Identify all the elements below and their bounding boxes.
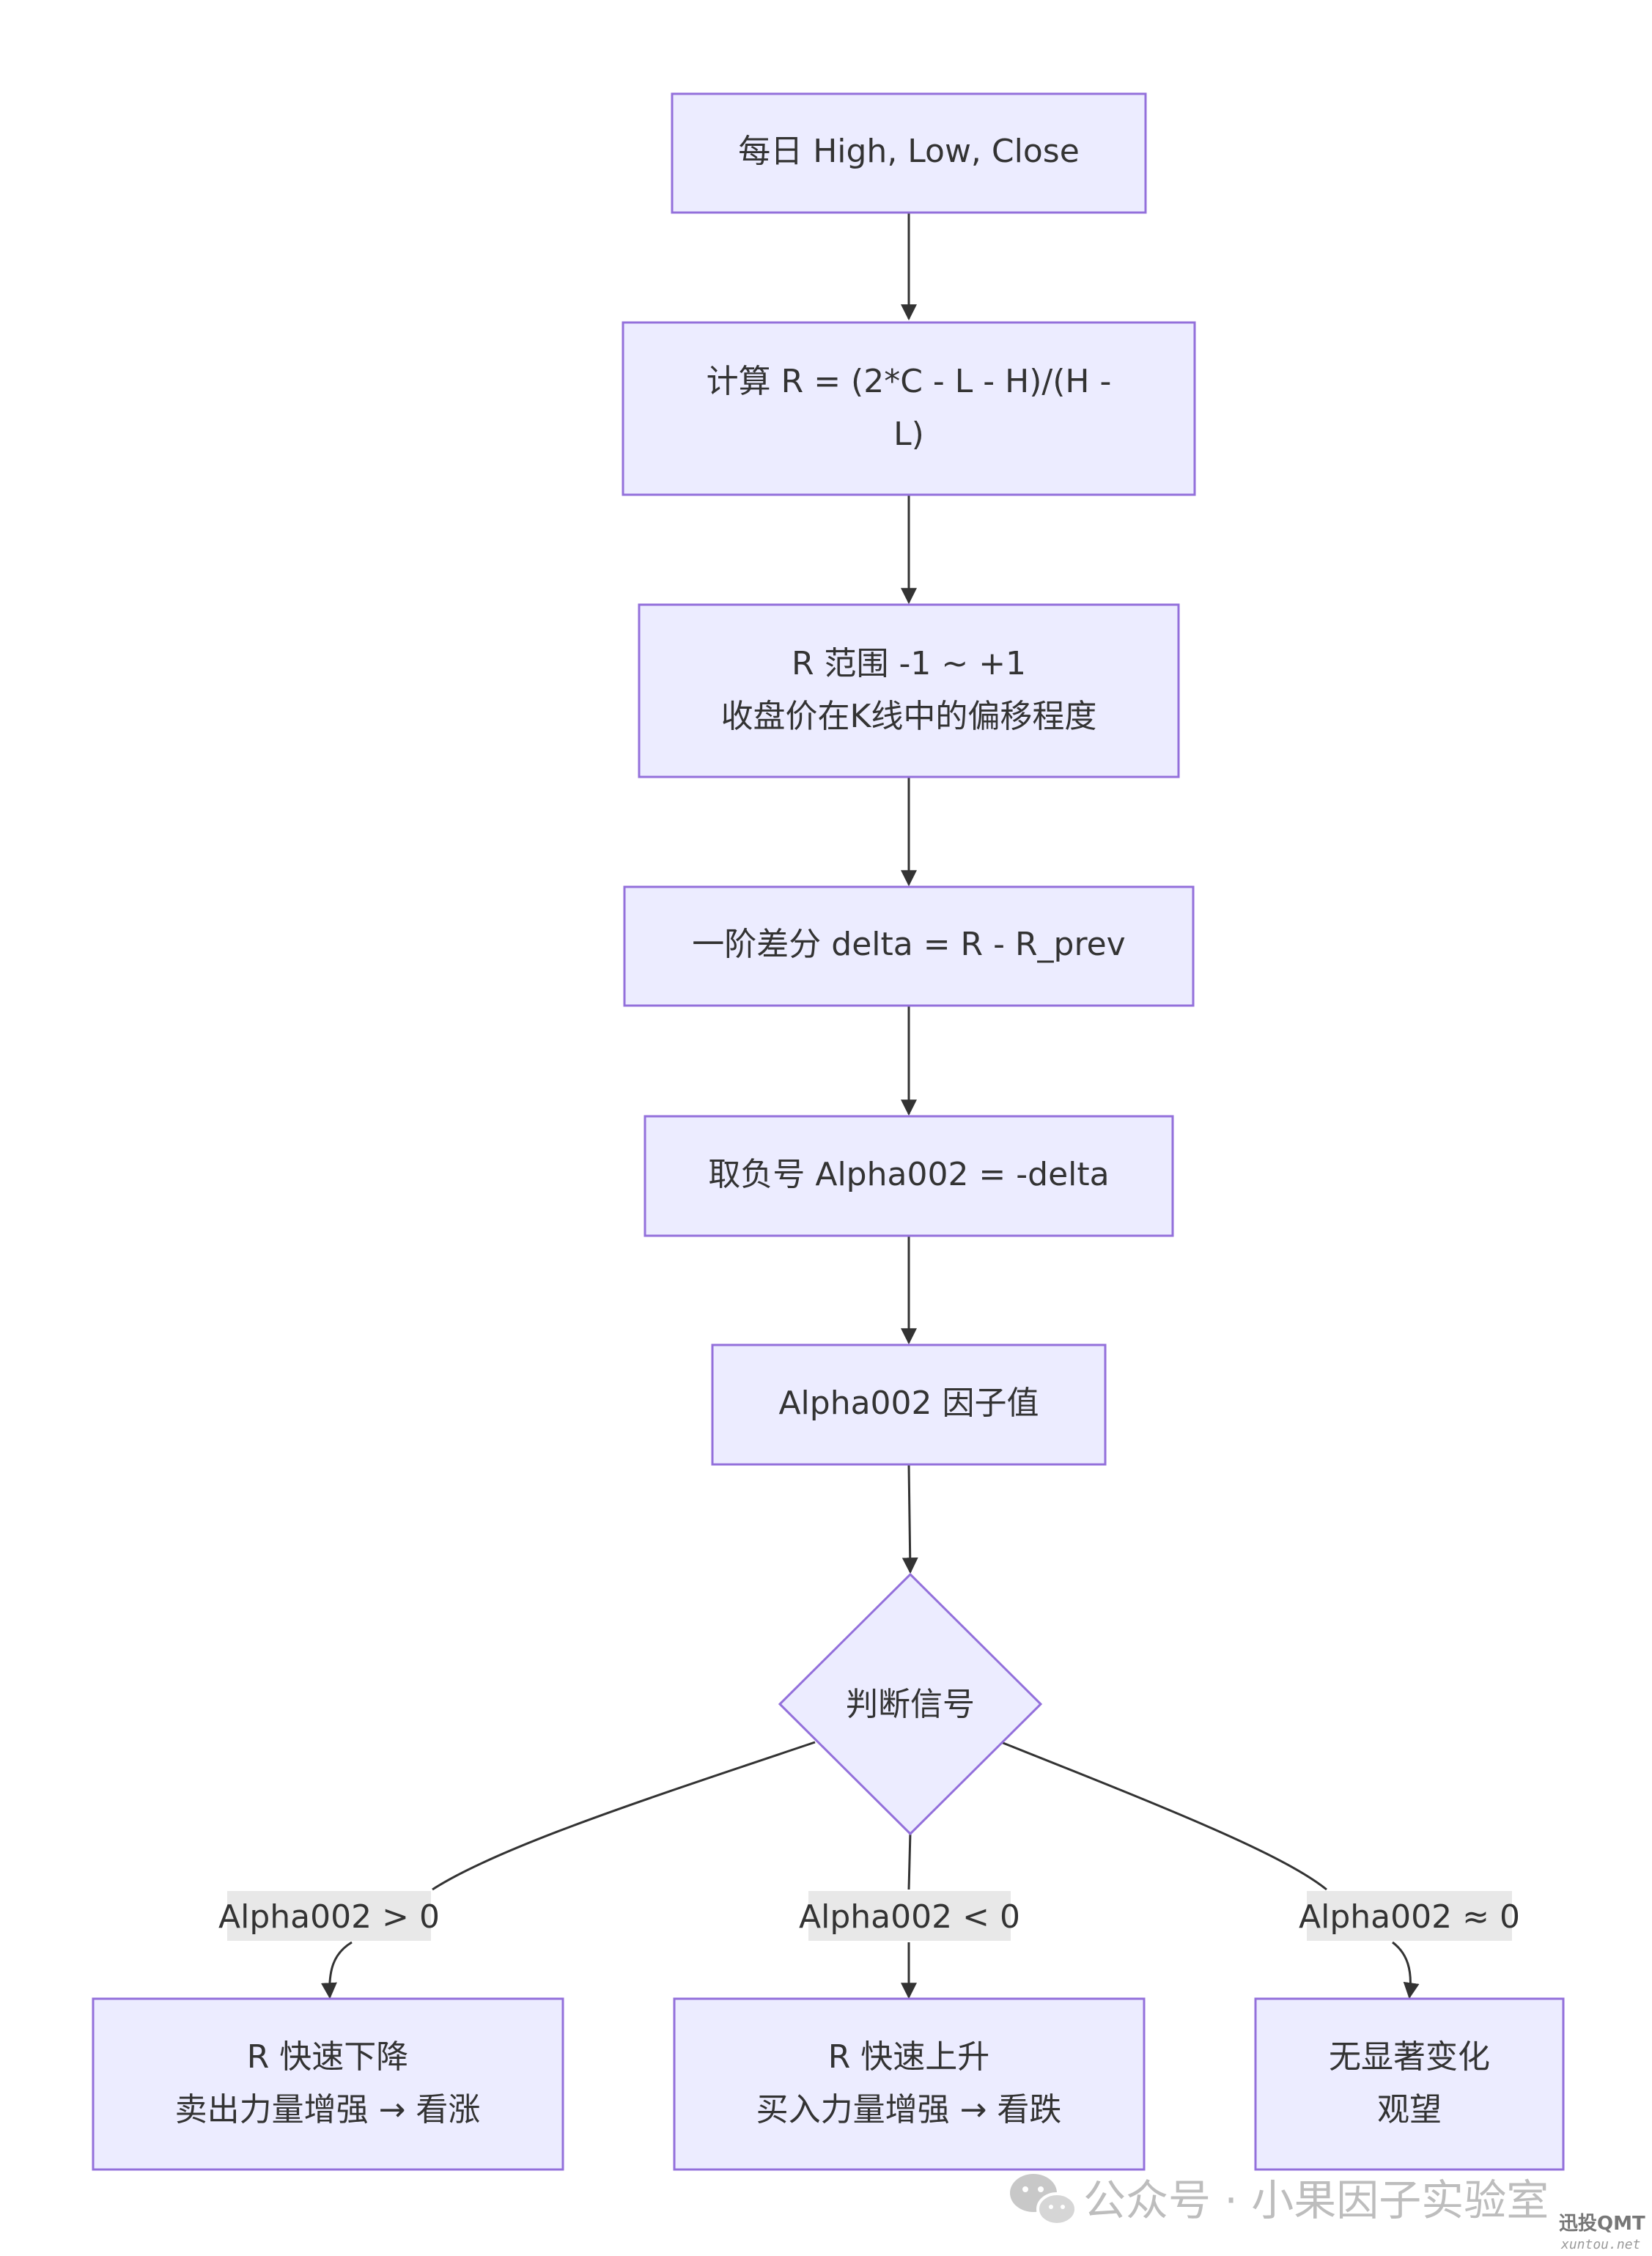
node-compute-r-line1: 计算 R = (2*C - L - H)/(H -	[707, 363, 1112, 400]
edge-label-zero: Alpha002 ≈ 0	[1299, 1891, 1520, 1941]
edge-decision-to-neutral	[1000, 1741, 1420, 1999]
edge-decision-to-buy	[901, 1832, 917, 1999]
edge-label-negative-text: Alpha002 < 0	[799, 1898, 1020, 1936]
edge-label-zero-text: Alpha002 ≈ 0	[1299, 1898, 1520, 1936]
edge-factor-to-decision	[901, 1464, 918, 1574]
node-sell-line2: 卖出力量增强 → 看涨	[175, 2091, 481, 2128]
node-delta: 一阶差分 delta = R - R_prev	[623, 885, 1195, 1007]
node-negate: 取负号 Alpha002 = -delta	[644, 1115, 1174, 1237]
corner-logo: 迅投QMT xuntou.net	[1559, 2213, 1645, 2252]
corner-logo-brand: 迅投QMT	[1559, 2213, 1645, 2235]
watermark-text: 公众号 · 小果因子实验室	[1083, 2175, 1549, 2225]
node-r-range-line2: 收盘价在K线中的偏移程度	[721, 698, 1097, 735]
node-sell: R 快速下降 卖出力量增强 → 看涨	[92, 1997, 564, 2171]
node-compute-r: 计算 R = (2*C - L - H)/(H - L)	[622, 321, 1196, 496]
corner-logo-url: xuntou.net	[1560, 2237, 1640, 2252]
edge-label-positive-text: Alpha002 > 0	[218, 1898, 440, 1936]
node-buy-line1: R 快速上升	[828, 2038, 990, 2076]
node-factor-text: Alpha002 因子值	[778, 1385, 1039, 1422]
node-r-range: R 范围 -1 ~ +1 收盘价在K线中的偏移程度	[638, 603, 1180, 778]
edge-label-positive: Alpha002 > 0	[218, 1891, 440, 1941]
node-r-range-line1: R 范围 -1 ~ +1	[792, 645, 1026, 682]
node-delta-text: 一阶差分 delta = R - R_prev	[692, 926, 1125, 963]
node-buy: R 快速上升 买入力量增强 → 看跌	[673, 1997, 1146, 2171]
node-compute-r-line2: L)	[893, 416, 924, 453]
node-input: 每日 High, Low, Close	[671, 92, 1147, 214]
edge-decision-to-sell	[320, 1741, 816, 1999]
edge-label-negative: Alpha002 < 0	[799, 1891, 1020, 1941]
node-factor: Alpha002 因子值	[711, 1343, 1107, 1466]
wechat-icon	[1010, 2174, 1077, 2226]
node-sell-line1: R 快速下降	[247, 2038, 409, 2076]
node-neutral-line1: 无显著变化	[1329, 2038, 1490, 2076]
node-neutral: 无显著变化 观望	[1254, 1997, 1565, 2171]
node-negate-text: 取负号 Alpha002 = -delta	[708, 1156, 1109, 1193]
node-input-text: 每日 High, Low, Close	[738, 133, 1080, 170]
node-decision: 判断信号	[778, 1572, 1043, 1836]
node-neutral-line2: 观望	[1377, 2091, 1442, 2128]
node-decision-text: 判断信号	[846, 1686, 975, 1723]
node-buy-line2: 买入力量增强 → 看跌	[756, 2091, 1062, 2128]
watermark: 公众号 · 小果因子实验室	[1010, 2174, 1549, 2226]
